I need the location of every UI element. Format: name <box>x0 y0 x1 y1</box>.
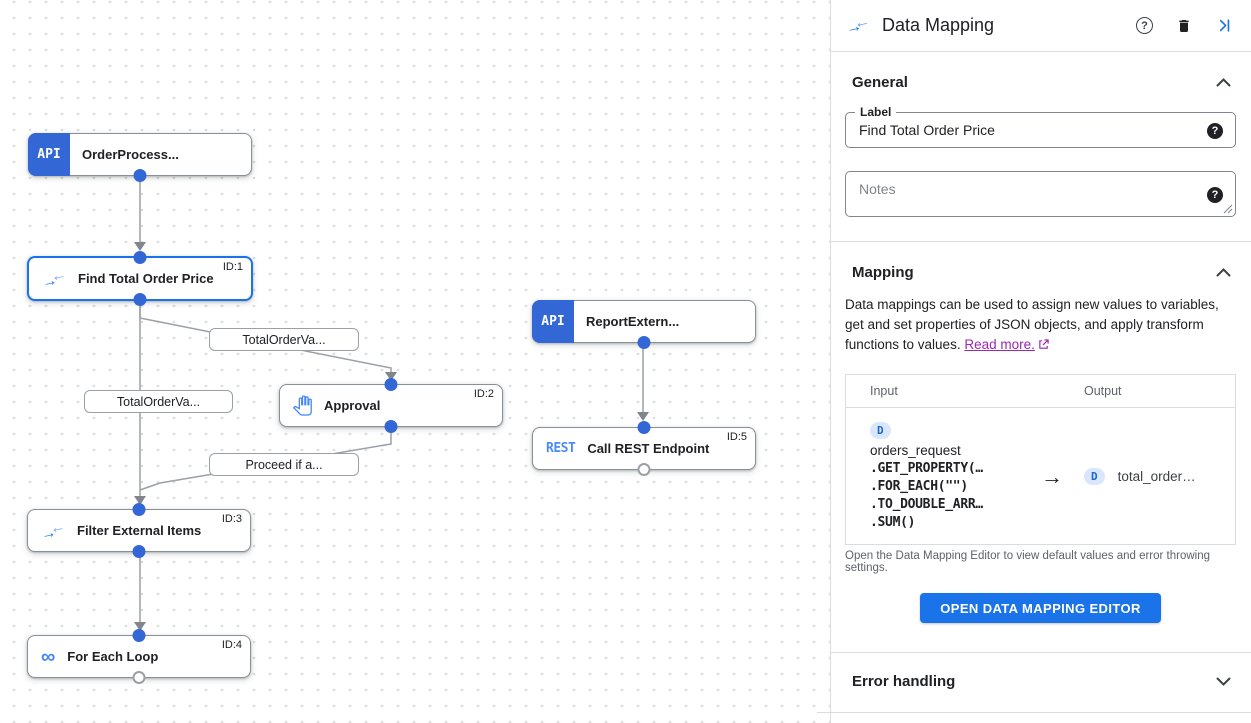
mapping-table-header: Input Output <box>846 375 1235 408</box>
expand-error-handling-button[interactable] <box>1216 677 1231 686</box>
input-variable: orders_request <box>870 443 961 458</box>
output-variable: total_order… <box>1117 469 1196 484</box>
collapse-mapping-button[interactable] <box>1216 268 1231 277</box>
divider <box>831 652 1251 653</box>
node-title: Filter External Items <box>77 523 202 538</box>
datatype-badge: D <box>870 422 891 439</box>
transform-function: .GET_PROPERTY(… <box>870 461 983 476</box>
section-error-handling-title: Error handling <box>852 673 956 690</box>
mapping-table: Input Output D orders_request .GET_PROPE… <box>845 374 1236 545</box>
output-port <box>637 336 651 349</box>
collapse-panel-button[interactable] <box>1215 17 1232 34</box>
section-mapping-title: Mapping <box>852 264 914 281</box>
output-column-header: Output <box>1084 384 1122 398</box>
data-mapping-icon: → ← <box>40 265 68 291</box>
section-mapping-header[interactable]: Mapping <box>852 264 1236 281</box>
node-approval[interactable]: Approval ID:2 <box>279 378 503 433</box>
trash-icon <box>1179 19 1189 32</box>
label-input[interactable] <box>846 113 1196 147</box>
panel-header: → ← Data Mapping ? <box>831 0 1251 52</box>
read-more-link[interactable]: Read more. <box>964 337 1035 352</box>
help-icon[interactable]: ? <box>1136 17 1153 34</box>
panel-title: Data Mapping <box>882 15 995 35</box>
input-port <box>132 629 146 642</box>
divider <box>817 712 1251 713</box>
mapping-row[interactable]: D orders_request .GET_PROPERTY(… .FOR_EA… <box>846 408 1235 544</box>
data-mapping-icon: → ← <box>844 12 872 37</box>
output-port <box>384 420 398 433</box>
mapping-table-caption: Open the Data Mapping Editor to view def… <box>845 550 1211 574</box>
node-report-extern[interactable]: API ReportExtern... <box>532 300 756 349</box>
node-order-process[interactable]: API OrderProcess... <box>28 133 252 182</box>
chevron-up-icon <box>1216 78 1231 87</box>
section-general-header[interactable]: General <box>852 74 1236 91</box>
edge-label-proceed-if[interactable]: Proceed if a... <box>209 453 359 476</box>
node-id-badge: ID:2 <box>473 388 494 400</box>
api-trigger-icon: API <box>28 133 70 176</box>
delete-task-button[interactable] <box>1176 17 1192 35</box>
node-filter-external-items[interactable]: → ← Filter External Items ID:3 <box>27 503 251 558</box>
input-column-header: Input <box>870 384 898 398</box>
datatype-badge: D <box>1084 468 1105 485</box>
collapse-right-icon <box>1219 19 1230 32</box>
node-title: Approval <box>324 398 381 413</box>
config-panel: → ← Data Mapping ? General <box>817 0 1251 723</box>
mapping-arrow-icon: → <box>1041 463 1063 489</box>
notes-field: ? <box>845 171 1236 217</box>
open-data-mapping-editor-button[interactable]: OPEN DATA MAPPING EDITOR <box>920 593 1161 623</box>
node-id-badge: ID:3 <box>221 513 242 525</box>
input-port <box>637 421 651 434</box>
edges-layer <box>134 176 649 631</box>
node-for-each-loop[interactable]: ∞ For Each Loop ID:4 <box>27 629 251 684</box>
output-port <box>133 169 147 182</box>
data-mapping-icon: → ← <box>39 517 67 543</box>
collapse-general-button[interactable] <box>1216 78 1231 87</box>
flow-canvas[interactable]: API OrderProcess... → ← Find Total Order… <box>0 0 830 723</box>
transform-function: .SUM() <box>870 515 916 530</box>
node-title: OrderProcess... <box>82 147 179 162</box>
node-title: Call REST Endpoint <box>587 441 710 456</box>
external-link-icon <box>1038 336 1049 356</box>
api-trigger-icon: API <box>532 300 574 343</box>
approval-hand-icon <box>292 395 312 416</box>
label-field: Label ? <box>845 105 1236 148</box>
label-field-label: Label <box>855 105 897 119</box>
input-port <box>132 503 146 516</box>
transform-function: .FOR_EACH("") <box>870 479 968 494</box>
node-title: ReportExtern... <box>586 314 680 329</box>
divider <box>831 241 1251 242</box>
transform-function: .TO_DOUBLE_ARR… <box>870 497 983 512</box>
node-id-badge: ID:1 <box>222 261 243 273</box>
mapping-input-cell: D orders_request .GET_PROPERTY(… .FOR_EA… <box>846 421 1020 532</box>
label-help-icon[interactable]: ? <box>1207 123 1223 139</box>
notes-input[interactable] <box>846 172 1196 214</box>
output-port <box>132 545 146 558</box>
chevron-down-icon <box>1216 677 1231 686</box>
node-id-badge: ID:5 <box>726 431 747 443</box>
chevron-up-icon <box>1216 268 1231 277</box>
edge-label-total-order-1[interactable]: TotalOrderVa... <box>209 328 359 351</box>
output-port-open <box>132 671 146 684</box>
node-id-badge: ID:4 <box>221 639 242 651</box>
resize-grip-icon[interactable] <box>1223 204 1233 214</box>
node-title: For Each Loop <box>67 649 159 664</box>
node-find-total-order-price[interactable]: → ← Find Total Order Price ID:1 <box>27 251 253 306</box>
output-port <box>133 293 147 306</box>
node-call-rest-endpoint[interactable]: REST Call REST Endpoint ID:5 <box>532 421 756 476</box>
rest-icon: REST <box>546 441 576 456</box>
edge-label-total-order-2[interactable]: TotalOrderVa... <box>84 390 233 413</box>
loop-infinity-icon: ∞ <box>41 645 56 668</box>
input-port <box>133 251 147 264</box>
mapping-description: Data mappings can be used to assign new … <box>845 295 1236 356</box>
output-port-open <box>637 463 651 476</box>
mapping-output-cell: D total_order… <box>1084 468 1196 485</box>
section-general-title: General <box>852 74 908 91</box>
section-error-handling-header[interactable]: Error handling <box>831 653 1251 712</box>
node-title: Find Total Order Price <box>78 271 214 286</box>
input-port <box>384 378 398 391</box>
notes-help-icon[interactable]: ? <box>1207 187 1223 203</box>
